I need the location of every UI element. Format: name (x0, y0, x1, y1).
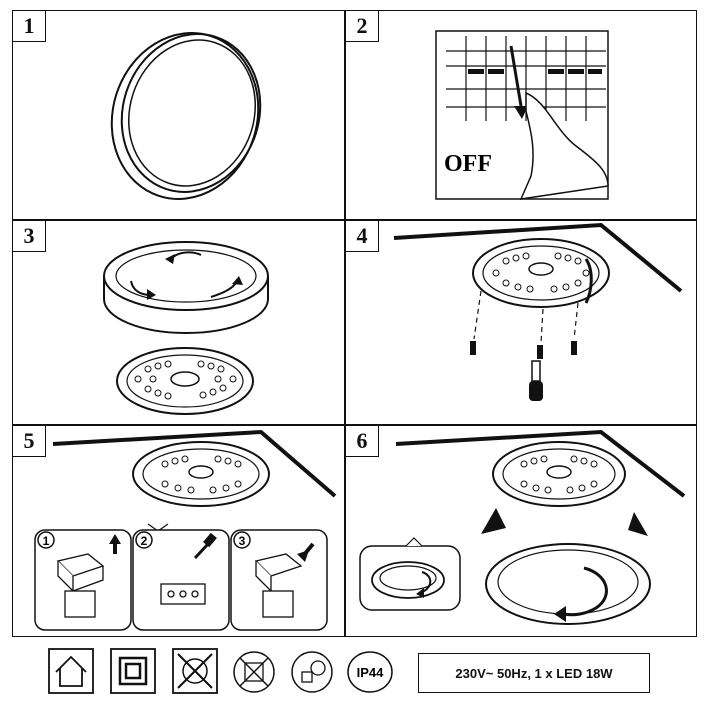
step-6-panel: 6 (345, 425, 697, 637)
step-5-number: 5 (13, 426, 46, 457)
sub-step-3-label: 3 (239, 534, 246, 548)
circuit-breaker-off-illustration: OFF (435, 30, 609, 200)
no-dimmer-icon (232, 650, 276, 694)
step-3-panel: 3 (12, 220, 345, 425)
no-halogen-mode-icon (290, 650, 334, 694)
wiring-illustration: 1 2 3 (34, 429, 337, 631)
step-3-number: 3 (13, 221, 46, 252)
step-2-number: 2 (346, 11, 379, 42)
step-1-number: 1 (13, 11, 46, 42)
sub-step-1-label: 1 (43, 534, 50, 548)
led-not-replaceable-icon (172, 648, 218, 694)
step-1-panel: 1 (12, 10, 345, 220)
step-6-number: 6 (346, 426, 379, 457)
ceiling-lamp-illustration (110, 32, 262, 200)
sub-step-2-label: 2 (141, 534, 148, 548)
off-label: OFF (444, 151, 492, 177)
ip44-badge: IP44 (346, 650, 394, 694)
remove-diffuser-illustration (103, 241, 269, 415)
reattach-diffuser-illustration (359, 429, 686, 625)
step-4-number: 4 (346, 221, 379, 252)
step-5-panel: 5 1 2 3 (12, 425, 345, 637)
step-2-panel: 2 OFF (345, 10, 697, 220)
spec-label: 230V~ 50Hz, 1 x LED 18W (418, 653, 650, 693)
mount-to-ceiling-illustration (393, 222, 683, 401)
ip-rating-label: IP44 (357, 665, 385, 680)
indoor-house-icon (48, 648, 94, 694)
class-ii-double-insulation-icon (110, 648, 156, 694)
step-4-panel: 4 (345, 220, 697, 425)
